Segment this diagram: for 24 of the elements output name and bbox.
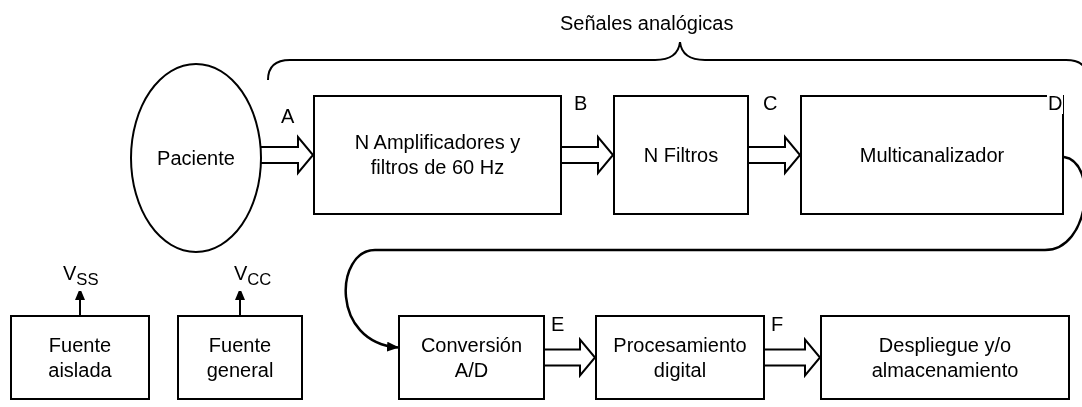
process-box <box>800 95 1064 215</box>
process-box <box>595 315 765 400</box>
edge-label: D <box>1047 92 1064 114</box>
process-box <box>313 95 562 215</box>
process-box <box>613 95 749 215</box>
process-box <box>820 315 1070 400</box>
block-arrow <box>561 134 615 176</box>
node-text: Procesamiento digital <box>612 332 748 383</box>
node-text: Fuente aislada <box>47 332 113 383</box>
curved-arrow <box>344 155 1082 351</box>
process-box <box>10 315 150 400</box>
node-text: N Amplificadores y filtros de 60 Hz <box>353 130 522 180</box>
process-box <box>177 315 303 400</box>
block-arrow <box>764 336 822 379</box>
node-text: Multicanalizador <box>859 142 1005 168</box>
block-arrow <box>544 336 597 379</box>
node-text: Conversión A/D <box>419 332 524 383</box>
node-text: Fuente general <box>205 332 275 383</box>
process-box <box>398 315 545 400</box>
node-text: Paciente <box>157 145 235 171</box>
node-text: Despliegue y/o almacenamiento <box>870 332 1020 383</box>
node-text: N Filtros <box>643 142 719 168</box>
block-arrow <box>748 134 802 176</box>
heading: Señales analógicas <box>560 12 734 35</box>
